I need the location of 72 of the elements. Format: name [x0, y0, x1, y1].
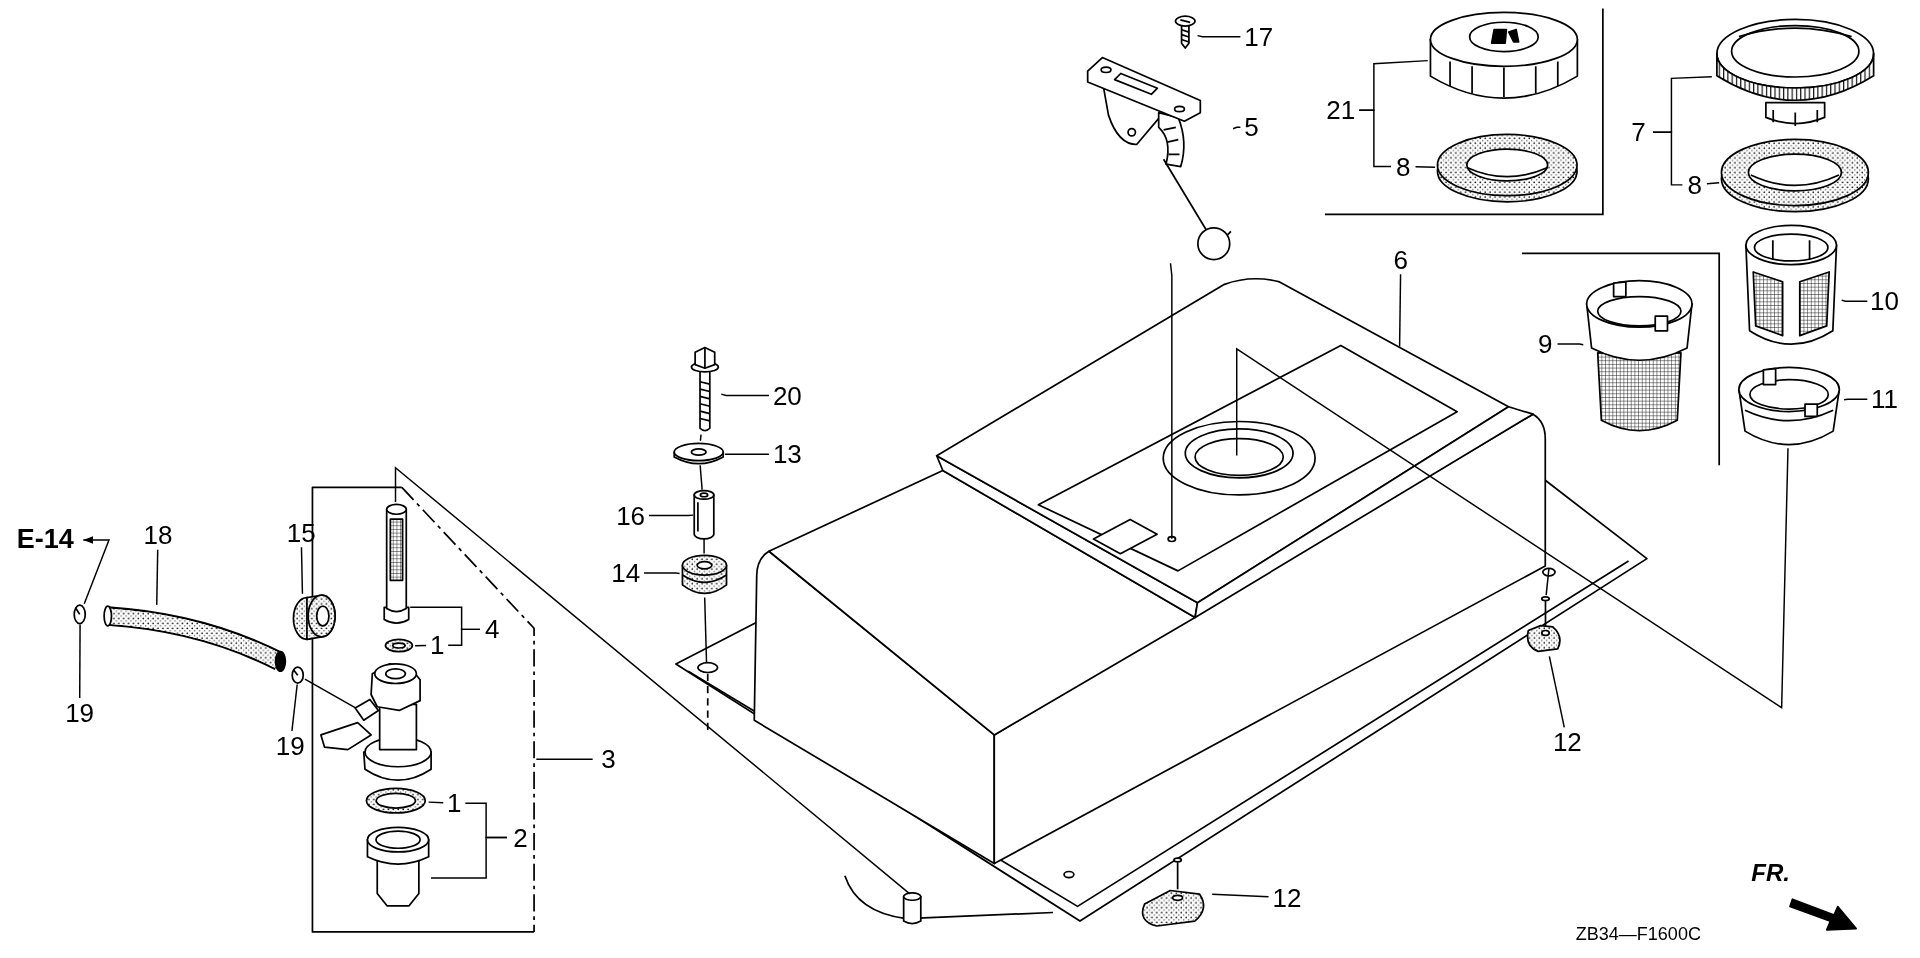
ring-drawing — [291, 593, 338, 641]
callout-number: 4 — [480, 614, 505, 645]
callout-number: 1 — [443, 788, 466, 818]
direction-label: FR. — [1750, 858, 1791, 889]
gasket-drawing — [363, 786, 429, 816]
callout-number: 20 — [768, 380, 806, 411]
callout-number: 1 — [426, 630, 449, 660]
alignment-line — [703, 596, 708, 664]
reference-label: E-14 — [7, 524, 84, 556]
drawing-code: ZB34—F1600C — [1574, 923, 1702, 947]
leader-line — [291, 683, 298, 732]
leader-line — [430, 836, 508, 879]
callout-number: 9 — [1533, 329, 1558, 359]
callout-number: 17 — [1240, 22, 1278, 52]
callout-number: 12 — [1268, 882, 1306, 913]
leader-line — [648, 514, 694, 517]
gasket-drawing — [1435, 132, 1580, 206]
leader-line — [1414, 166, 1436, 168]
leader-line — [535, 758, 594, 760]
leader-line — [1843, 398, 1869, 401]
callout-number: 16 — [612, 500, 649, 531]
callout-number: 8 — [1391, 151, 1416, 182]
leader-line — [1358, 109, 1392, 168]
gasket-drawing — [1719, 137, 1871, 216]
callout-number: 14 — [607, 558, 645, 588]
leader-line — [427, 801, 444, 804]
callout-number: 10 — [1867, 286, 1902, 316]
callout-number: 5 — [1240, 112, 1263, 142]
leader-line — [447, 628, 481, 646]
bolt-drawing — [689, 345, 722, 435]
callout-number: 6 — [1387, 244, 1415, 275]
leader-line — [156, 549, 159, 606]
callout-number: 7 — [1623, 117, 1654, 147]
callout-number: 3 — [592, 743, 625, 776]
leader-line — [643, 572, 681, 575]
callout-number: 11 — [1867, 384, 1902, 414]
leader-line — [1398, 273, 1402, 348]
filter-drawing — [383, 502, 411, 627]
alignment-line — [699, 464, 703, 491]
washer-drawing — [673, 440, 725, 466]
callout-number: 19 — [61, 697, 98, 728]
leader-line — [724, 453, 770, 455]
leader-line — [1652, 131, 1684, 186]
leader-line — [300, 546, 304, 595]
hose-clip-drawing — [73, 603, 87, 625]
callout-number: 12 — [1550, 727, 1585, 757]
leader-line — [414, 644, 427, 647]
callout-number: 19 — [271, 731, 309, 761]
leader-line — [1232, 126, 1242, 130]
alignment-line — [1545, 567, 1550, 596]
leader-line — [1211, 893, 1270, 898]
leader-line — [720, 393, 770, 397]
callout-number: 2 — [506, 822, 534, 853]
callout-number: 13 — [768, 439, 806, 469]
alignment-line — [1169, 262, 1173, 540]
callout-number: 21 — [1322, 95, 1360, 125]
alignment-line — [703, 538, 705, 555]
callout-number: 18 — [139, 520, 177, 550]
screw-drawing — [1173, 14, 1198, 52]
callout-number: 8 — [1682, 170, 1707, 200]
leader-line — [1548, 655, 1566, 729]
hose-clip-drawing — [291, 666, 305, 685]
leader-line — [1196, 34, 1242, 38]
leader-line — [1706, 182, 1720, 185]
leader-line — [1556, 343, 1584, 346]
alignment-line — [699, 433, 702, 442]
leader-line — [78, 623, 81, 699]
leader-line — [1840, 299, 1869, 302]
arrow — [82, 536, 111, 605]
collar-drawing — [693, 489, 716, 539]
alignment-line — [394, 466, 911, 895]
cup-drawing — [364, 825, 431, 909]
